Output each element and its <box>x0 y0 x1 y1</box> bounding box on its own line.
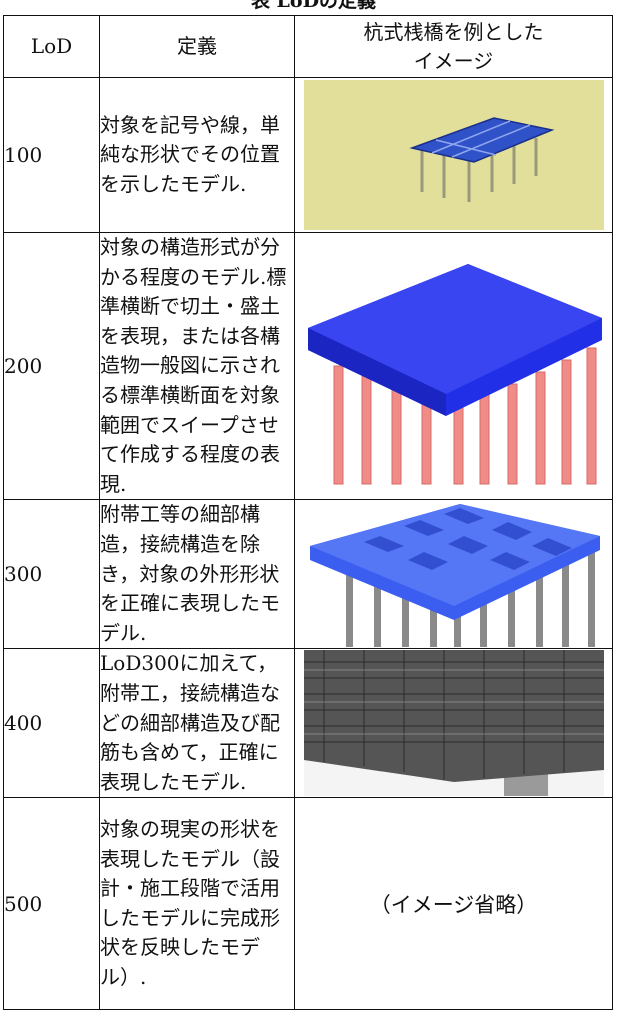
lod-definition: 対象を記号や線，単純な形状でその位置を示したモデル. <box>99 77 295 233</box>
table-header-row: LoD 定義 杭式桟橋を例とした イメージ <box>3 15 613 78</box>
lod-definition-table: LoD 定義 杭式桟橋を例とした イメージ 100 対象を記号や線，単純な形状で… <box>3 15 613 1011</box>
lod-value: 300 <box>3 499 100 650</box>
lod-definition: LoD300に加えて，附帯工，接続構造などの細部構造及び配筋も含めて，正確に表現… <box>99 648 295 799</box>
lod-definition: 対象の構造形式が分かる程度のモデル.標準横断で切土・盛土を表現，または各構造物一… <box>99 231 295 501</box>
table-row-lod100: 100 対象を記号や線，単純な形状でその位置を示したモデル. <box>3 77 613 233</box>
pier-lod400-image <box>303 650 604 797</box>
header-image: 杭式桟橋を例とした イメージ <box>294 15 613 78</box>
image-omitted-text: （イメージ省略） <box>294 797 613 1011</box>
table-row-lod300: 300 附帯工等の細部構造，接続構造を除き，対象の外形形状を正確に表現したモデル… <box>3 499 613 650</box>
header-definition: 定義 <box>99 15 295 78</box>
lod-value: 400 <box>3 648 100 799</box>
table-caption: 表 LoDの定義 <box>250 0 377 12</box>
lod-definition: 附帯工等の細部構造，接続構造を除き，対象の外形形状を正確に表現したモデル. <box>99 499 295 650</box>
pier-lod300-image <box>309 503 600 647</box>
lod-value: 500 <box>3 797 100 1011</box>
table-row-lod200: 200 対象の構造形式が分かる程度のモデル.標準横断で切土・盛土を表現，または各… <box>3 231 613 501</box>
lod-value: 100 <box>3 77 100 233</box>
table-row-lod400: 400 LoD300に加えて，附帯工，接続構造などの細部構造及び配筋も含めて，正… <box>3 648 613 799</box>
lod-value: 200 <box>3 231 100 501</box>
pier-lod200-image <box>307 264 602 485</box>
lod-definition: 対象の現実の形状を表現したモデル（設計・施工段階で活用したモデルに完成形状を反映… <box>99 797 295 1011</box>
header-lod: LoD <box>3 15 100 78</box>
pier-lod100-image <box>303 80 604 230</box>
table-row-lod500: 500 対象の現実の形状を表現したモデル（設計・施工段階で活用したモデルに完成形… <box>3 797 613 1011</box>
